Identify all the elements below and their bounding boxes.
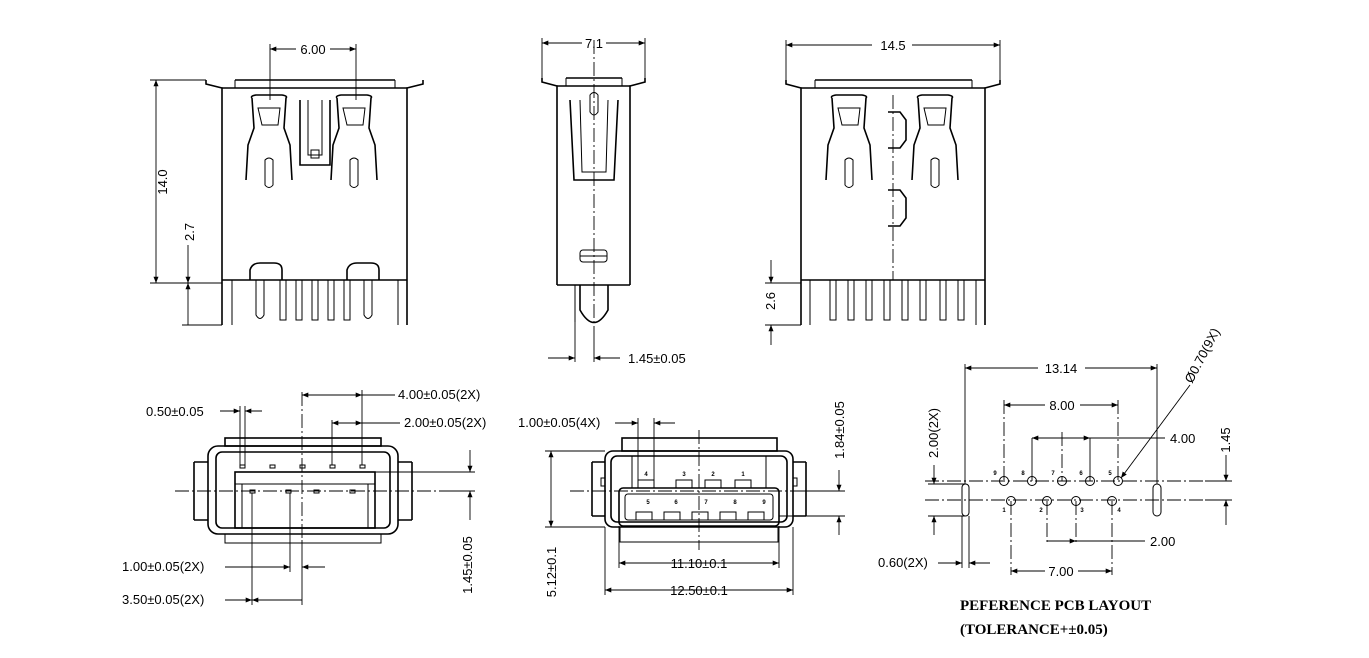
pcb-slot-width-label: 0.60(2X) xyxy=(878,555,928,570)
pcb-hole-dia-label: Ø0.70(9X) xyxy=(1181,325,1222,385)
face-contact-pitch-label: 1.00±0.05(4X) xyxy=(518,415,600,430)
face-pin-label: 5 xyxy=(646,500,650,506)
face-pin-label: 3 xyxy=(682,472,686,478)
front-pin-pitch-label: 6.00 xyxy=(300,42,325,57)
pcb-hole-label: 6 xyxy=(1079,471,1083,477)
bottom-pitch-large-label: 4.00±0.05(2X) xyxy=(398,387,480,402)
pcb-total-label: 13.14 xyxy=(1045,361,1078,376)
bottom-slot-pitch-label: 1.00±0.05(2X) xyxy=(122,559,204,574)
pcb-hole-label: 3 xyxy=(1080,508,1084,514)
face-view xyxy=(545,418,845,595)
pcb-hole-label: 4 xyxy=(1117,508,1121,514)
front-offset-label: 2.7 xyxy=(182,223,197,241)
pcb-span-4-label: 4.00 xyxy=(1170,431,1195,446)
bottom-height-label: 1.45±0.05 xyxy=(460,536,475,594)
face-right-offset-label: 1.84±0.05 xyxy=(832,401,847,459)
back-view xyxy=(765,40,1001,345)
front-view xyxy=(150,44,424,326)
pcb-note-tolerance: (TOLERANCE+±0.05) xyxy=(960,622,1108,638)
pcb-hole-label: 2 xyxy=(1039,508,1043,514)
side-offset-label: 1.45±0.05 xyxy=(628,351,686,366)
front-height-label: 14.0 xyxy=(155,169,170,194)
face-outer-width-label: 12.50±0.1 xyxy=(670,583,728,598)
bottom-slot-offset-label: 3.50±0.05(2X) xyxy=(122,592,204,607)
pcb-hole-label: 9 xyxy=(993,471,997,477)
back-offset-label: 2.6 xyxy=(763,292,778,310)
back-width-label: 14.5 xyxy=(880,38,905,53)
pcb-pitch-2-label: 2.00 xyxy=(1150,534,1175,549)
face-pin-label: 2 xyxy=(711,472,715,478)
face-pin-label: 1 xyxy=(741,472,745,478)
face-pin-label: 6 xyxy=(674,500,678,506)
face-pin-label: 7 xyxy=(704,500,708,506)
bottom-view xyxy=(175,390,475,605)
face-pin-label: 8 xyxy=(733,500,737,506)
face-height-label: 5.12±0.1 xyxy=(544,547,559,598)
pcb-hole-label: 1 xyxy=(1002,508,1006,514)
pcb-slot-height-label: 2.00(2X) xyxy=(926,408,941,458)
face-pin-label: 9 xyxy=(762,500,766,506)
face-pin-label: 4 xyxy=(644,472,648,478)
face-inner-width-label: 11.10±0.1 xyxy=(671,556,728,571)
side-width-label: 7.1 xyxy=(585,36,603,51)
pcb-span-7-label: 7.00 xyxy=(1048,564,1073,579)
pcb-row-gap-label: 1.45 xyxy=(1218,427,1233,452)
bottom-pitch-small-label: 2.00±0.05(2X) xyxy=(404,415,486,430)
pcb-layout xyxy=(925,364,1232,575)
pcb-hole-label: 8 xyxy=(1021,471,1025,477)
pcb-hole-label: 7 xyxy=(1051,471,1055,477)
pcb-span-8-label: 8.00 xyxy=(1049,398,1074,413)
bottom-pad-width-label: 0.50±0.05 xyxy=(146,404,204,419)
pcb-hole-label: 5 xyxy=(1108,471,1112,477)
pcb-note-title: PEFERENCE PCB LAYOUT xyxy=(960,598,1151,614)
side-view xyxy=(541,38,646,362)
